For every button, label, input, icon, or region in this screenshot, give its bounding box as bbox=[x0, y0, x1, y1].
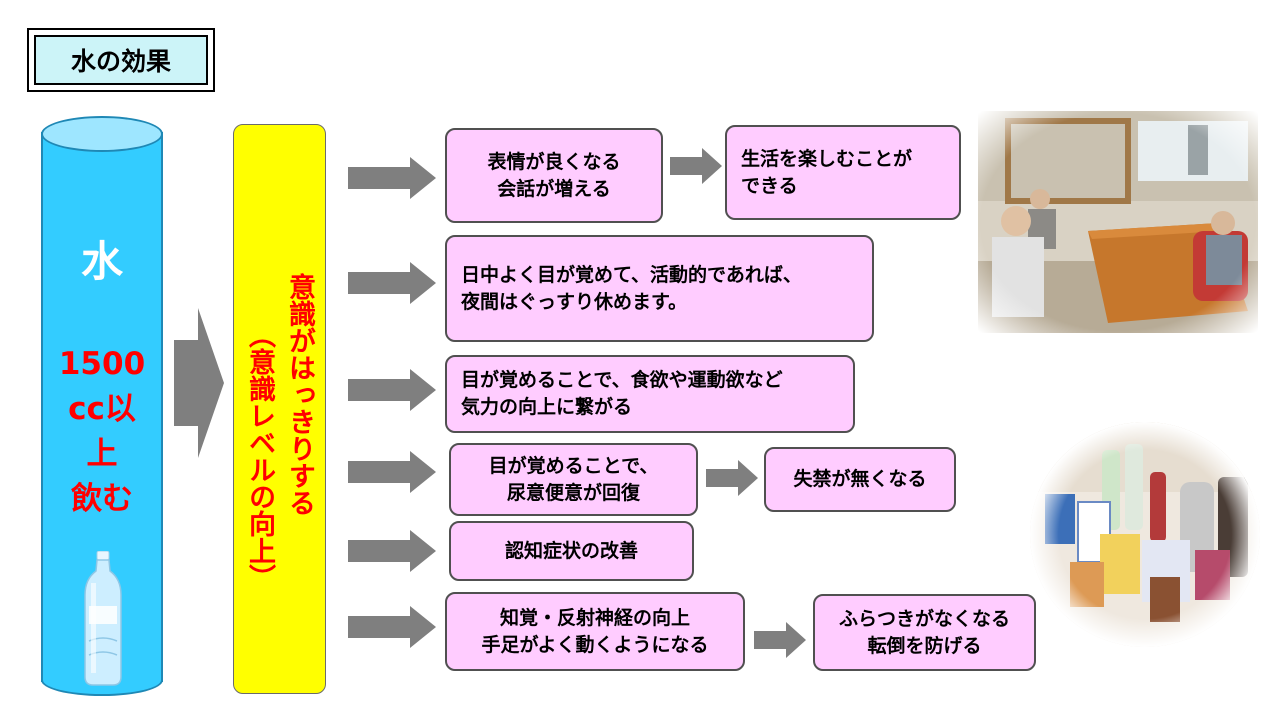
title-box: 水の効果 bbox=[27, 28, 215, 92]
amount-line-3: 上 bbox=[86, 436, 118, 472]
water-bottle-icon bbox=[84, 551, 122, 686]
elderly-room-photo bbox=[978, 111, 1258, 333]
amount-line-4: 飲む bbox=[71, 481, 133, 517]
arrow-icon bbox=[348, 451, 436, 493]
effect-box-enjoy-life: 生活を楽しむことが できる bbox=[725, 125, 961, 220]
water-label: 水 bbox=[80, 237, 123, 286]
arrow-icon bbox=[348, 157, 436, 199]
effect-box-appetite: 目が覚めることで、食欲や運動欲など 気力の向上に繋がる bbox=[445, 355, 855, 433]
water-cylinder: 水 1500 cc以 上 飲む bbox=[41, 116, 163, 696]
effect-box-sleep: 日中よく目が覚めて、活動的であれば、 夜間はぐっすり休めます。 bbox=[445, 235, 874, 342]
small-arrow-icon bbox=[670, 148, 722, 184]
cylinder-top bbox=[41, 116, 163, 152]
amount-line-1: 1500 bbox=[58, 346, 146, 382]
effect-box-fall-prevention: ふらつきがなくなる 転倒を防げる bbox=[813, 594, 1036, 671]
amount-line-2: cc以 bbox=[68, 391, 136, 427]
consciousness-pill: 意識がはっきりする （意識レベルの向上） bbox=[233, 124, 326, 694]
drinks-photo bbox=[1030, 422, 1260, 647]
big-arrow-icon bbox=[174, 308, 224, 458]
consciousness-text: 意識がはっきりする bbox=[284, 273, 315, 516]
effect-box-dementia: 認知症状の改善 bbox=[449, 521, 694, 581]
page-title: 水の効果 bbox=[34, 35, 208, 85]
effect-box-incontinence: 失禁が無くなる bbox=[764, 447, 956, 512]
small-arrow-icon bbox=[754, 622, 806, 658]
effect-box-urination: 目が覚めることで、 尿意便意が回復 bbox=[449, 443, 698, 516]
arrow-icon bbox=[348, 606, 436, 648]
arrow-icon bbox=[348, 530, 436, 572]
effect-box-reflex: 知覚・反射神経の向上 手足がよく動くようになる bbox=[445, 592, 745, 671]
small-arrow-icon bbox=[706, 460, 758, 496]
arrow-icon bbox=[348, 262, 436, 304]
water-amount: 1500 cc以 上 飲む bbox=[41, 342, 163, 522]
arrow-icon bbox=[348, 369, 436, 411]
consciousness-subtext: （意識レベルの向上） bbox=[244, 321, 275, 591]
effect-box-expression: 表情が良くなる 会話が増える bbox=[445, 128, 663, 223]
